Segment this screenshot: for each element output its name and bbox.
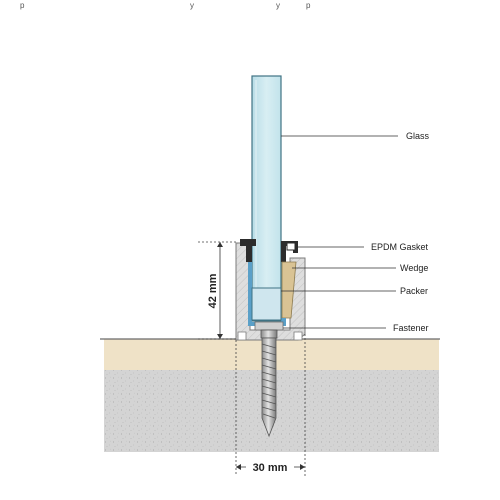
width-label-bg xyxy=(246,460,294,474)
label-epdm-gasket: EPDM Gasket xyxy=(371,242,429,252)
epdm-gasket xyxy=(240,239,298,262)
packer xyxy=(251,287,282,321)
wedge xyxy=(281,261,297,319)
top-text-mid: y xyxy=(190,1,194,10)
label-glass: Glass xyxy=(406,131,430,141)
height-dimension-label: 42 mm xyxy=(207,273,219,308)
top-text-accent: y xyxy=(276,1,280,10)
fastener-bolt xyxy=(254,321,284,438)
top-text-left: p xyxy=(20,1,25,10)
label-wedge: Wedge xyxy=(400,263,428,273)
label-packer: Packer xyxy=(400,286,428,296)
top-text-right: p xyxy=(306,1,311,10)
glass-panel xyxy=(251,75,282,322)
label-fastener: Fastener xyxy=(393,323,429,333)
callout-leaders xyxy=(281,135,398,329)
height-dimension xyxy=(198,241,238,340)
width-dimension-label: 30 mm xyxy=(253,462,288,474)
